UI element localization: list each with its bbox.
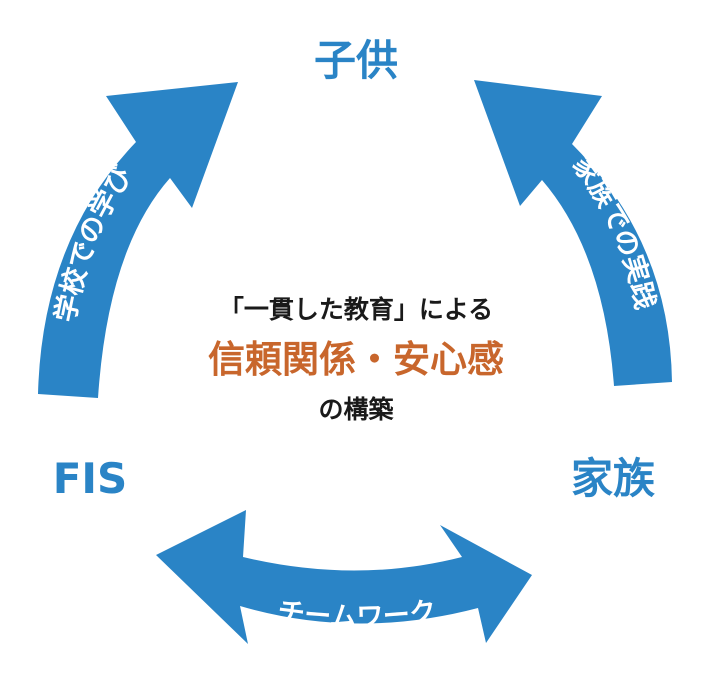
node-child-label: 子供 xyxy=(314,36,398,85)
center-line-2: 信頼関係・安心感 xyxy=(208,338,504,381)
teamwork-label: チームワーク xyxy=(276,596,438,633)
right-curved-arrow xyxy=(474,80,672,386)
node-family-label: 家族 xyxy=(571,454,655,503)
center-line-1: 「一貫した教育」による xyxy=(219,295,493,324)
node-fis-label: FIS xyxy=(53,454,128,503)
left-curved-arrow xyxy=(38,82,238,398)
bottom-double-arrow xyxy=(156,510,532,644)
center-line-3: の構築 xyxy=(318,395,394,424)
